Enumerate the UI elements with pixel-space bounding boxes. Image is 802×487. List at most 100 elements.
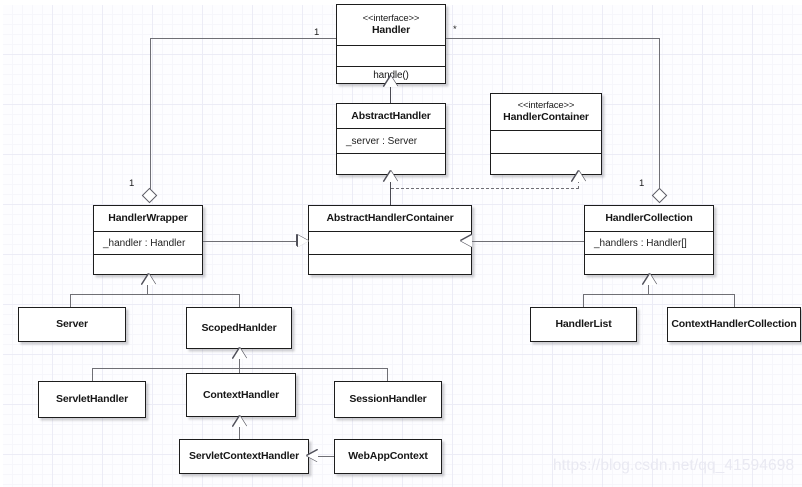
- inherit-to-handlercollection-stem: [648, 285, 650, 295]
- inherit-contexthandlercollection-branch: [734, 294, 736, 307]
- realization-arrow-handlercontainer: [572, 171, 586, 182]
- class-header-scopedhandler: ScopedHanlder: [187, 308, 291, 348]
- generalization-arrow-contexthandler: [233, 416, 247, 427]
- class-name-server: Server: [56, 318, 88, 331]
- class-name-servletcontexthandler: ServletContextHandler: [188, 450, 300, 463]
- class-name-handlerwrapper: HandlerWrapper: [108, 212, 188, 225]
- class-box-handlercontainer[interactable]: <<interface>> HandlerContainer: [490, 93, 602, 175]
- class-operations-abstracthandler: [337, 153, 445, 176]
- inherit-to-scopedhandler-stem: [239, 359, 241, 369]
- class-box-handlerlist[interactable]: HandlerList: [530, 307, 637, 342]
- multiplicity-handler-right: *: [453, 24, 457, 35]
- class-title-handler: <<interface>> Handler: [362, 12, 420, 37]
- realization-abstracthandlercontainer-to-handlercontainer-horizontal: [391, 188, 579, 189]
- class-attributes-handlerwrapper: _handler : Handler: [94, 231, 202, 254]
- multiplicity-handler-left: 1: [314, 27, 320, 38]
- inherit-abstracthandlercontainer-to-abstracthandler-line: [390, 182, 392, 207]
- generalization-arrow-abstracthandler: [384, 171, 398, 182]
- class-box-server[interactable]: Server: [18, 307, 126, 342]
- generalization-arrow-scopedhandler: [233, 348, 247, 359]
- multiplicity-handlerwrapper: 1: [129, 178, 135, 189]
- generalization-arrow-handler: [384, 76, 398, 87]
- canvas-top-margin: [0, 0, 802, 5]
- class-name-scopedhandler: ScopedHanlder: [201, 321, 277, 334]
- class-operations-handlercontainer: [491, 153, 601, 174]
- generalization-arrow-handlerwrapper: [142, 274, 156, 285]
- aggregation-diamond-handlerwrapper: [141, 187, 158, 204]
- inherit-server-branch: [70, 294, 72, 307]
- inherit-to-handlerwrapper-stem: [147, 285, 149, 295]
- class-box-handler[interactable]: <<interface>> Handler handle(): [336, 4, 446, 84]
- class-header-server: Server: [19, 308, 125, 341]
- class-attributes-handlercontainer: [491, 130, 601, 153]
- inherit-webappcontext-to-servletcontexthandler-line: [318, 456, 342, 458]
- class-name-handlercollection: HandlerCollection: [605, 212, 693, 225]
- class-attributes-abstracthandler: _server : Server: [337, 128, 445, 153]
- class-header-handlerlist: HandlerList: [531, 308, 636, 341]
- class-name-contexthandlercollection: ContextHandlerCollection: [671, 318, 797, 331]
- multiplicity-handlercollection: 1: [639, 178, 645, 189]
- class-name-servlethandler: ServletHandler: [55, 393, 128, 406]
- generalization-arrow-abstracthandlercontainer-left: [298, 235, 309, 247]
- class-box-handlerwrapper[interactable]: HandlerWrapper _handler : Handler: [93, 205, 203, 275]
- class-name-sessionhandler: SessionHandler: [349, 393, 427, 406]
- class-header-contexthandlercollection: ContextHandlerCollection: [668, 308, 800, 341]
- generalization-arrow-abstracthandlercontainer-right: [461, 235, 472, 247]
- class-box-contexthandlercollection[interactable]: ContextHandlerCollection: [667, 307, 801, 342]
- realization-abstracthandlercontainer-to-handlercontainer-vertical: [578, 180, 579, 189]
- aggregation-diamond-handlercollection: [651, 187, 668, 204]
- class-header-contexthandler: ContextHandler: [187, 374, 295, 416]
- class-name-webappcontext: WebAppContext: [348, 450, 428, 463]
- class-title-handlercontainer: <<interface>> HandlerContainer: [503, 100, 589, 124]
- class-box-abstracthandler[interactable]: AbstractHandler _server : Server: [336, 103, 446, 175]
- class-box-webappcontext[interactable]: WebAppContext: [334, 439, 442, 474]
- class-header-servlethandler: ServletHandler: [39, 382, 145, 417]
- inherit-to-handlercollection-bus: [583, 294, 735, 296]
- watermark-text: https://blog.csdn.net/qq_41594698: [553, 457, 795, 474]
- class-operations-handlerwrapper: [94, 254, 202, 274]
- class-header-abstracthandler: AbstractHandler: [337, 104, 445, 128]
- inherit-handlerwrapper-to-abstracthandlercontainer-line: [203, 241, 300, 243]
- inherit-handlercollection-to-abstracthandlercontainer-line: [472, 241, 584, 243]
- generalization-arrow-handlercollection: [643, 274, 657, 285]
- class-name-handlerlist: HandlerList: [555, 318, 612, 331]
- inherit-sessionhandler-branch: [387, 368, 389, 381]
- class-box-handlercollection[interactable]: HandlerCollection _handlers : Handler[]: [584, 205, 714, 275]
- class-attributes-handlercollection: _handlers : Handler[]: [585, 231, 713, 254]
- class-name-handlercontainer: HandlerContainer: [503, 111, 589, 124]
- class-name-contexthandler: ContextHandler: [202, 388, 280, 401]
- class-header-handlerwrapper: HandlerWrapper: [94, 206, 202, 231]
- generalization-arrow-servletcontexthandler: [307, 450, 318, 462]
- class-box-servletcontexthandler[interactable]: ServletContextHandler: [179, 439, 309, 474]
- stereotype-interface-handler: <<interface>>: [362, 12, 420, 24]
- class-header-handlercontainer: <<interface>> HandlerContainer: [491, 94, 601, 130]
- inherit-handlerlist-branch: [583, 294, 585, 307]
- class-operations-abstracthandlercontainer: [309, 254, 471, 274]
- class-header-handlercollection: HandlerCollection: [585, 206, 713, 231]
- class-header-servletcontexthandler: ServletContextHandler: [180, 440, 308, 473]
- class-name-abstracthandler: AbstractHandler: [351, 109, 431, 122]
- class-box-abstracthandlercontainer[interactable]: AbstractHandlerContainer: [308, 205, 472, 275]
- assoc-handler-to-handlerwrapper-horizontal: [150, 38, 338, 40]
- assoc-handler-to-handlercollection-vertical: [659, 38, 661, 190]
- inherit-to-handlerwrapper-bus: [70, 294, 240, 296]
- operation-handle: handle(): [373, 70, 409, 82]
- class-operations-handlercollection: [585, 254, 713, 274]
- class-header-sessionhandler: SessionHandler: [335, 382, 441, 417]
- inherit-servletcontexthandler-to-contexthandler-line: [239, 427, 241, 439]
- class-header-webappcontext: WebAppContext: [335, 440, 441, 473]
- canvas-left-margin: [0, 0, 3, 487]
- class-box-contexthandler[interactable]: ContextHandler: [186, 373, 296, 417]
- class-name-abstracthandlercontainer: AbstractHandlerContainer: [326, 212, 454, 225]
- inherit-scopedhandler-branch: [239, 294, 241, 307]
- class-box-servlethandler[interactable]: ServletHandler: [38, 381, 146, 418]
- class-box-scopedhandler[interactable]: ScopedHanlder: [186, 307, 292, 349]
- class-box-sessionhandler[interactable]: SessionHandler: [334, 381, 442, 418]
- assoc-handler-to-handlercollection-horizontal: [446, 38, 660, 40]
- class-header-handler: <<interface>> Handler: [337, 5, 445, 45]
- class-header-abstracthandlercontainer: AbstractHandlerContainer: [309, 206, 471, 231]
- inherit-servlethandler-branch: [92, 368, 94, 381]
- inherit-abstracthandler-to-handler-line: [390, 84, 392, 104]
- assoc-handler-to-handlerwrapper-vertical: [150, 38, 152, 190]
